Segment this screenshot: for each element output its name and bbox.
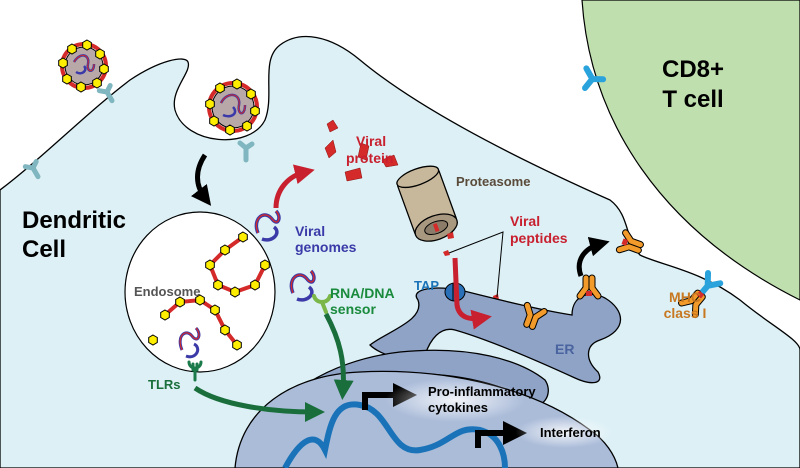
- rna-dna-sensor-label: RNA/DNA: [330, 285, 395, 301]
- dendritic-cell-label: Dendritic: [22, 207, 126, 234]
- endosome-label: Endosome: [134, 284, 200, 299]
- viral-protein-fragments: [324, 119, 399, 182]
- cd8-t-cell-label-line2: T cell: [662, 86, 723, 113]
- surface-receptor-icon: [22, 159, 41, 180]
- pro-inflammatory-label-line2: cytokines: [428, 400, 488, 415]
- viral-peptides-label-line2: peptides: [510, 230, 568, 246]
- rna-dna-sensor-label-line2: sensor: [330, 301, 376, 317]
- mhc-class-i-icon: [580, 278, 598, 296]
- viral-genome-icon: [254, 209, 281, 242]
- peptide-transport-arrow: [452, 257, 492, 330]
- proteasome-icon: [396, 165, 458, 242]
- mhc-class-i-icon: [619, 233, 642, 256]
- mhc-class-i-label: MHC: [669, 289, 701, 305]
- mhc-transport-arrow: [576, 236, 610, 277]
- tcr-mhc-complex-icon: [682, 270, 724, 314]
- endocytosis-arrow: [190, 153, 212, 206]
- cd8-t-cell-label: CD8+: [662, 56, 724, 83]
- tlr-icon: [187, 360, 203, 382]
- mhc-class-i-label-line2: class I: [664, 305, 707, 321]
- virus-particle-icon: [58, 39, 109, 93]
- interferon-label: Interferon: [540, 425, 601, 440]
- interferon-transcription-arrow: [475, 421, 527, 448]
- endosome: [124, 211, 276, 373]
- viral-protein-label-line2: protein: [346, 150, 393, 166]
- cd8-t-cell: [581, 0, 800, 301]
- er-label: ER: [555, 341, 574, 357]
- surface-receptor-icon: [96, 83, 115, 104]
- viral-peptides-label: Viral: [510, 213, 540, 229]
- pro-inflammatory-label: Pro-inflammatory: [428, 384, 536, 399]
- tcr-icon: [582, 65, 607, 91]
- surface-receptor-icon: [237, 140, 255, 163]
- rna-dna-sensor-icon: [312, 294, 332, 314]
- viral-genomes-label: Viral: [295, 223, 325, 239]
- viral-protein-label: Viral: [356, 133, 386, 149]
- viral-genomes-label-line2: genomes: [295, 239, 357, 255]
- peptide-pointer-lines: [448, 231, 504, 298]
- viral-genome-icon: [178, 326, 201, 359]
- tlrs-label: TLRs: [148, 377, 181, 392]
- tlr-signaling-arrow: [193, 385, 325, 422]
- translation-arrow: [273, 164, 315, 209]
- sensor-signaling-arrow: [323, 312, 354, 400]
- tap-label: TAP: [414, 278, 439, 293]
- dendritic-cell-label-line2: Cell: [22, 236, 66, 263]
- virus-particle-icon: [205, 78, 260, 136]
- proteasome-label: Proteasome: [456, 174, 530, 189]
- viral-genome-icon: [289, 269, 316, 302]
